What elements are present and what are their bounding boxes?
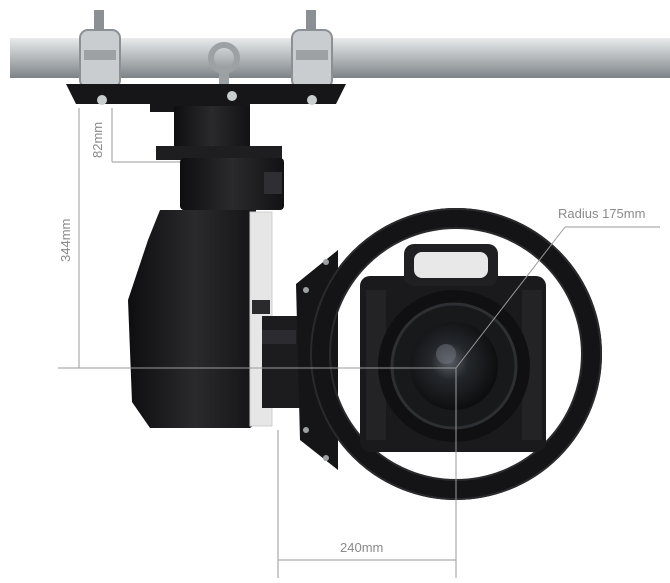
ring-radius-label: Radius 175mm bbox=[558, 206, 646, 221]
pipe-clamp-left bbox=[79, 10, 121, 104]
camera-lens bbox=[378, 290, 530, 442]
total-height-label: 344mm bbox=[58, 218, 73, 262]
eye-bolt bbox=[208, 42, 240, 86]
drop-height-label: 82mm bbox=[90, 121, 105, 158]
gimbal-body bbox=[128, 210, 273, 428]
mounting-plate bbox=[66, 84, 346, 112]
tilt-axle bbox=[262, 316, 302, 408]
lens-offset-label: 240mm bbox=[340, 540, 384, 555]
dimension-lines bbox=[58, 108, 660, 578]
pan-column bbox=[156, 106, 284, 210]
